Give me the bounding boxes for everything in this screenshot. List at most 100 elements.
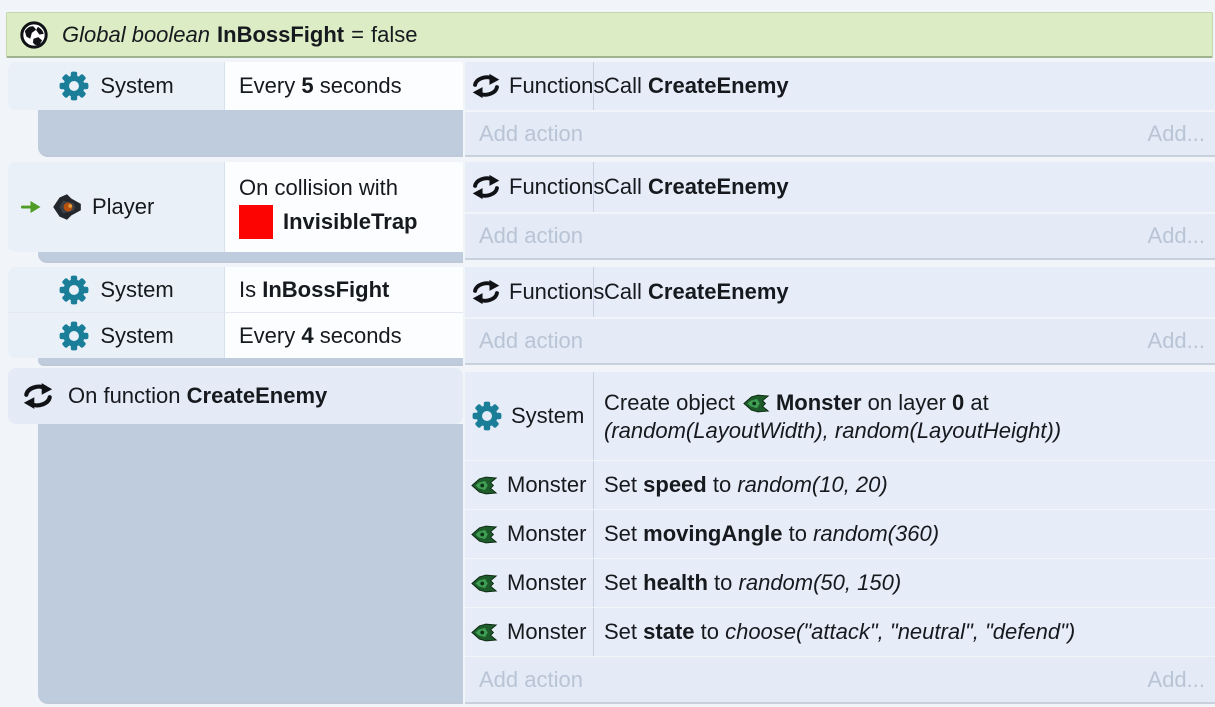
event2-conditions: Player On collision with InvisibleTrap <box>8 162 463 252</box>
condition-text: Every <box>239 73 302 98</box>
event1-action-object-cell[interactable]: Functions <box>465 62 604 110</box>
object-label: System <box>100 322 174 348</box>
column-divider <box>224 162 225 252</box>
global-var-name: InBossFight <box>217 21 345 47</box>
action-value: CreateEnemy <box>648 279 789 304</box>
action-text-cell[interactable]: Create object Monster on layer 0 at (ran… <box>594 372 1215 460</box>
condition-object-name: InvisibleTrap <box>283 209 418 234</box>
condition-text-cell[interactable]: Is InBossFight <box>225 267 463 312</box>
condition-value: 4 <box>301 322 314 348</box>
event2-add-action-row: Add action Add... <box>465 214 1215 258</box>
monster-sprite-icon <box>471 476 498 494</box>
add-more-link[interactable]: Add... <box>1147 120 1205 146</box>
add-action-link[interactable]: Add action <box>479 120 583 146</box>
event1-action-text-cell[interactable]: Call CreateEnemy <box>594 62 1215 110</box>
action-object-cell[interactable]: Monster <box>465 461 593 509</box>
column-divider <box>593 608 594 656</box>
event2-condition-object-cell[interactable]: Player <box>8 162 224 252</box>
event3-conditions: System Is InBossFight <box>8 267 463 358</box>
functions-icon <box>472 279 500 305</box>
column-divider <box>593 162 594 212</box>
object-label: Player <box>92 194 155 219</box>
event4-action-set-health[interactable]: Monster Set health to random(50, 150) <box>465 559 1215 607</box>
condition-text: Every <box>239 322 302 348</box>
add-action-link[interactable]: Add action <box>479 223 583 248</box>
action-text-cell[interactable]: Set health to random(50, 150) <box>604 570 902 595</box>
object-label: Functions <box>509 73 605 98</box>
functions-icon <box>472 73 500 99</box>
action-object-cell[interactable]: Monster <box>465 559 593 607</box>
event3-indent-margin[interactable] <box>38 358 463 364</box>
event3-action-object-cell[interactable]: Functions <box>465 267 604 317</box>
global-variable-row[interactable]: Global boolean InBossFight = false <box>6 12 1213 58</box>
action-text-cell[interactable]: Set state to choose("attack", "neutral",… <box>604 619 1076 644</box>
event1-condition-text-cell[interactable]: Every 5 seconds <box>225 62 463 110</box>
add-more-link[interactable]: Add... <box>1147 666 1205 692</box>
event3-condition-row-2[interactable]: System Every 4 seconds <box>8 313 463 358</box>
event4-indent-margin[interactable] <box>38 424 463 702</box>
event4-action-set-speed[interactable]: Monster Set speed to random(10, 20) <box>465 461 1215 509</box>
column-divider <box>593 372 594 460</box>
condition-text-cell[interactable]: Every 4 seconds <box>225 313 463 358</box>
function-header-text: On function CreateEnemy <box>68 383 328 408</box>
event1-action-row[interactable]: Functions Call CreateEnemy <box>465 62 1215 110</box>
event3-action-row[interactable]: Functions Call CreateEnemy <box>465 267 1215 317</box>
add-action-link[interactable]: Add action <box>479 328 583 353</box>
action-text: Call <box>604 73 649 98</box>
global-var-equals: = <box>351 21 364 47</box>
event4-function-header[interactable]: On function CreateEnemy <box>8 368 463 424</box>
event1-condition-object-cell[interactable]: System <box>8 62 224 110</box>
event2-action-object-cell[interactable]: Functions <box>465 162 604 212</box>
object-label: Monster <box>507 619 587 644</box>
add-more-link[interactable]: Add... <box>1147 223 1205 248</box>
condition-value: 5 <box>301 73 314 98</box>
condition-text: Is <box>239 276 263 302</box>
object-label: Functions <box>509 174 605 199</box>
condition-object-cell[interactable]: System <box>8 313 224 358</box>
event2-action-text-cell[interactable]: Call CreateEnemy <box>594 162 1215 212</box>
action-text-line1: Create object Monster on layer 0 at <box>604 390 989 415</box>
condition-object-cell[interactable]: System <box>8 267 224 312</box>
system-gear-icon <box>59 321 89 350</box>
add-action-link[interactable]: Add action <box>479 666 583 692</box>
action-object-cell[interactable]: Monster <box>465 608 593 656</box>
functions-icon <box>472 174 500 200</box>
event4-action-set-state[interactable]: Monster Set state to choose("attack", "n… <box>465 608 1215 656</box>
action-text: Call <box>604 174 649 199</box>
invisible-trap-swatch-icon <box>239 205 273 239</box>
column-divider <box>224 62 225 110</box>
event1-indent-margin[interactable] <box>38 110 463 155</box>
system-gear-icon <box>472 401 502 431</box>
event1-add-action-row: Add action Add... <box>465 112 1215 155</box>
column-divider <box>224 267 225 312</box>
system-gear-icon <box>59 275 89 304</box>
monster-sprite-icon <box>743 394 770 412</box>
column-divider <box>224 313 225 358</box>
action-object-cell[interactable]: Monster <box>465 510 593 558</box>
event3-condition-row-1[interactable]: System Is InBossFight <box>8 267 463 312</box>
row-divider <box>8 312 463 313</box>
action-value: CreateEnemy <box>648 73 789 98</box>
action-text-cell[interactable]: Set speed to random(10, 20) <box>604 472 888 497</box>
condition-value: InBossFight <box>262 276 390 302</box>
global-var-value: false <box>370 21 418 47</box>
action-object-cell[interactable]: System <box>465 372 593 460</box>
action-text-cell[interactable]: Set movingAngle to random(360) <box>604 521 940 546</box>
event3-action-text-cell[interactable]: Call CreateEnemy <box>594 267 1215 317</box>
column-divider <box>593 267 594 317</box>
add-more-link[interactable]: Add... <box>1147 328 1205 353</box>
column-divider <box>593 559 594 607</box>
event4-action-set-movingangle[interactable]: Monster Set movingAngle to random(360) <box>465 510 1215 558</box>
event2-action-row[interactable]: Functions Call CreateEnemy <box>465 162 1215 212</box>
event4-action-create[interactable]: System Create object Monster on layer 0 … <box>465 372 1215 460</box>
event2-condition-text-cell[interactable]: On collision with InvisibleTrap <box>225 162 463 252</box>
object-label: Monster <box>507 570 587 595</box>
event2-indent-margin[interactable] <box>38 252 463 261</box>
object-label: System <box>100 73 174 98</box>
condition-text: seconds <box>313 73 402 98</box>
current-event-arrow-icon <box>21 201 41 213</box>
monster-sprite-icon <box>471 574 498 592</box>
condition-text: On collision with <box>239 175 398 200</box>
object-label: Monster <box>507 472 587 497</box>
